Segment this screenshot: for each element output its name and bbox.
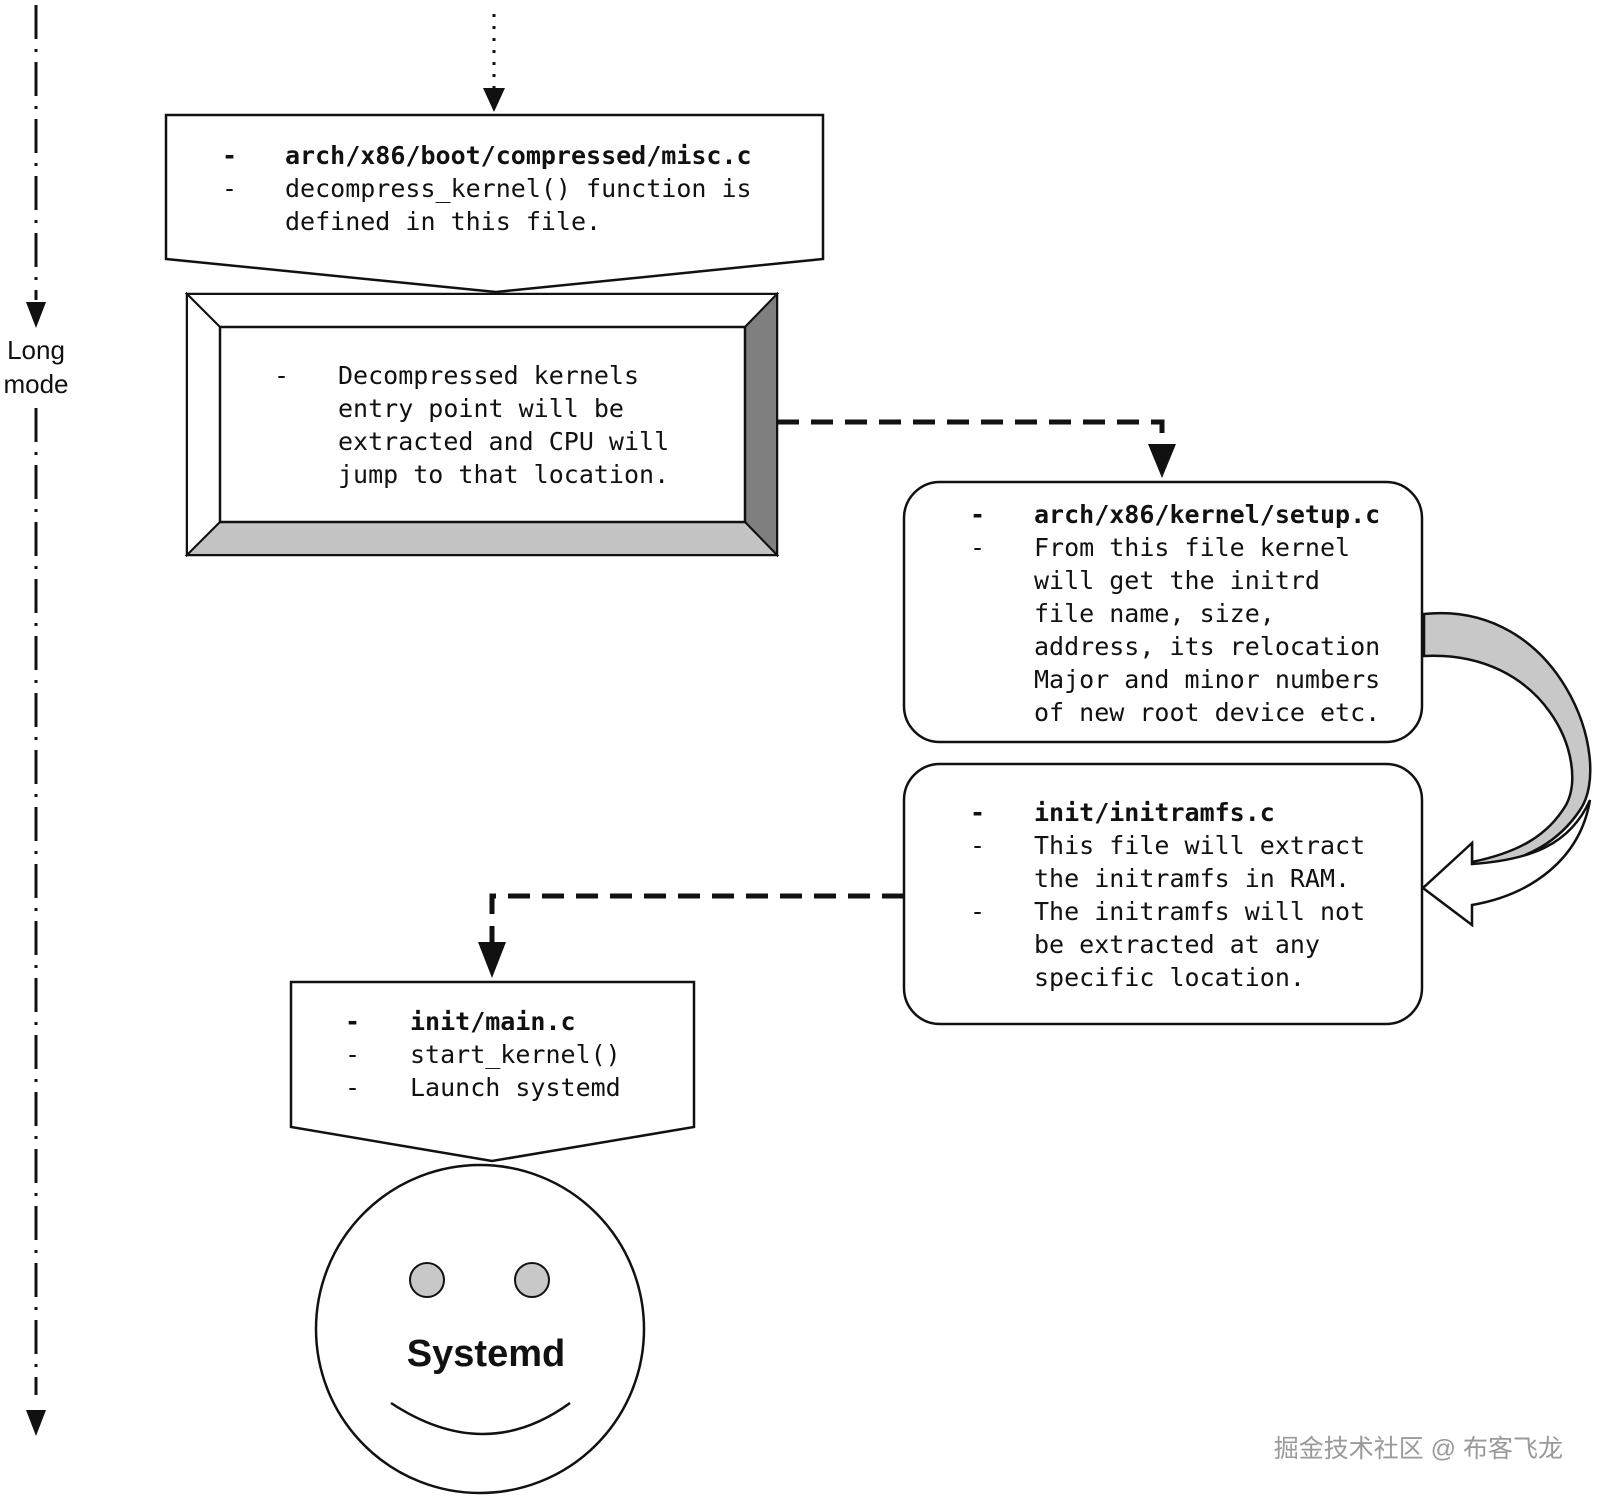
decompress-line-3: extracted and CPU will: [338, 427, 669, 456]
setup-to-initramfs-curved-arrow: [1420, 611, 1592, 928]
initramfs-bullet-1: -: [970, 798, 985, 827]
misc-file-name: arch/x86/boot/compressed/misc.c: [285, 141, 752, 170]
decompress-bullet: -: [274, 361, 289, 390]
entry-dotted-arrow: [483, 14, 505, 112]
misc-desc-line-1: decompress_kernel() function is: [285, 174, 752, 203]
decompress-to-setup-arrow: [777, 419, 1176, 478]
watermark-text: 掘金技术社区 @ 布客飞龙: [1274, 1435, 1563, 1463]
decompress-line-1: Decompressed kernels: [338, 361, 639, 390]
decompress-line-4: jump to that location.: [338, 460, 669, 489]
initramfs-line-3: The initramfs will not: [1034, 897, 1365, 926]
initramfs-line-2: the initramfs in RAM.: [1034, 864, 1350, 893]
main-arrow-head-icon: [478, 942, 506, 978]
setup-bullet-2: -: [970, 533, 985, 562]
timeline-end-arrow-icon: [26, 1410, 46, 1436]
initramfs-bullet-3: -: [970, 897, 985, 926]
setup-line-5: Major and minor numbers: [1034, 665, 1380, 694]
initramfs-to-main-arrow: [478, 893, 904, 978]
systemd-label: Systemd: [407, 1333, 565, 1375]
setup-file-name: arch/x86/kernel/setup.c: [1034, 500, 1380, 529]
systemd-smiley-face: Systemd: [314, 1163, 646, 1495]
setup-line-3: file name, size,: [1034, 599, 1275, 628]
setup-line-6: of new root device etc.: [1034, 698, 1380, 727]
main-bullet-3: -: [345, 1073, 360, 1102]
misc-bullet-1: -: [222, 141, 237, 170]
setup-bullet-1: -: [970, 500, 985, 529]
main-line-2: Launch systemd: [410, 1073, 621, 1102]
timeline-label-mode: mode: [3, 369, 68, 399]
initramfs-line-1: This file will extract: [1034, 831, 1365, 860]
right-eye-icon: [514, 1262, 550, 1298]
decompress-line-2: entry point will be: [338, 394, 624, 423]
setup-arrow-head-icon: [1148, 444, 1176, 478]
initramfs-file-name: init/initramfs.c: [1034, 798, 1275, 827]
setup-line-1: From this file kernel: [1034, 533, 1350, 562]
misc-desc-line-2: defined in this file.: [285, 207, 601, 236]
setup-line-2: will get the initrd: [1034, 566, 1320, 595]
curved-arrow-head-icon: [1421, 799, 1592, 928]
main-c-box: - init/main.c - start_kernel() - Launch …: [289, 980, 696, 1163]
main-bullet-2: -: [345, 1040, 360, 1069]
initramfs-bullet-2: -: [970, 831, 985, 860]
setup-c-box: - arch/x86/kernel/setup.c - From this fi…: [902, 480, 1424, 744]
initramfs-line-4: be extracted at any: [1034, 930, 1320, 959]
main-bullet-1: -: [345, 1007, 360, 1036]
misc-bullet-2: -: [222, 174, 237, 203]
main-file-name: init/main.c: [410, 1007, 576, 1036]
setup-line-4: address, its relocation: [1034, 632, 1380, 661]
main-line-1: start_kernel(): [410, 1040, 621, 1069]
timeline-arrow-down-icon: [26, 302, 46, 328]
timeline-label-long: Long: [7, 335, 65, 365]
smile-mouth-icon: [390, 1401, 571, 1436]
long-mode-timeline: Long mode: [3, 5, 69, 1436]
decompress-bevel-box: - Decompressed kernels entry point will …: [184, 291, 780, 558]
initramfs-c-box: - init/initramfs.c - This file will extr…: [902, 762, 1424, 1026]
entry-arrow-head-icon: [483, 88, 505, 112]
left-eye-icon: [409, 1262, 445, 1298]
initramfs-line-5: specific location.: [1034, 963, 1305, 992]
misc-c-box: - arch/x86/boot/compressed/misc.c - deco…: [164, 113, 825, 294]
